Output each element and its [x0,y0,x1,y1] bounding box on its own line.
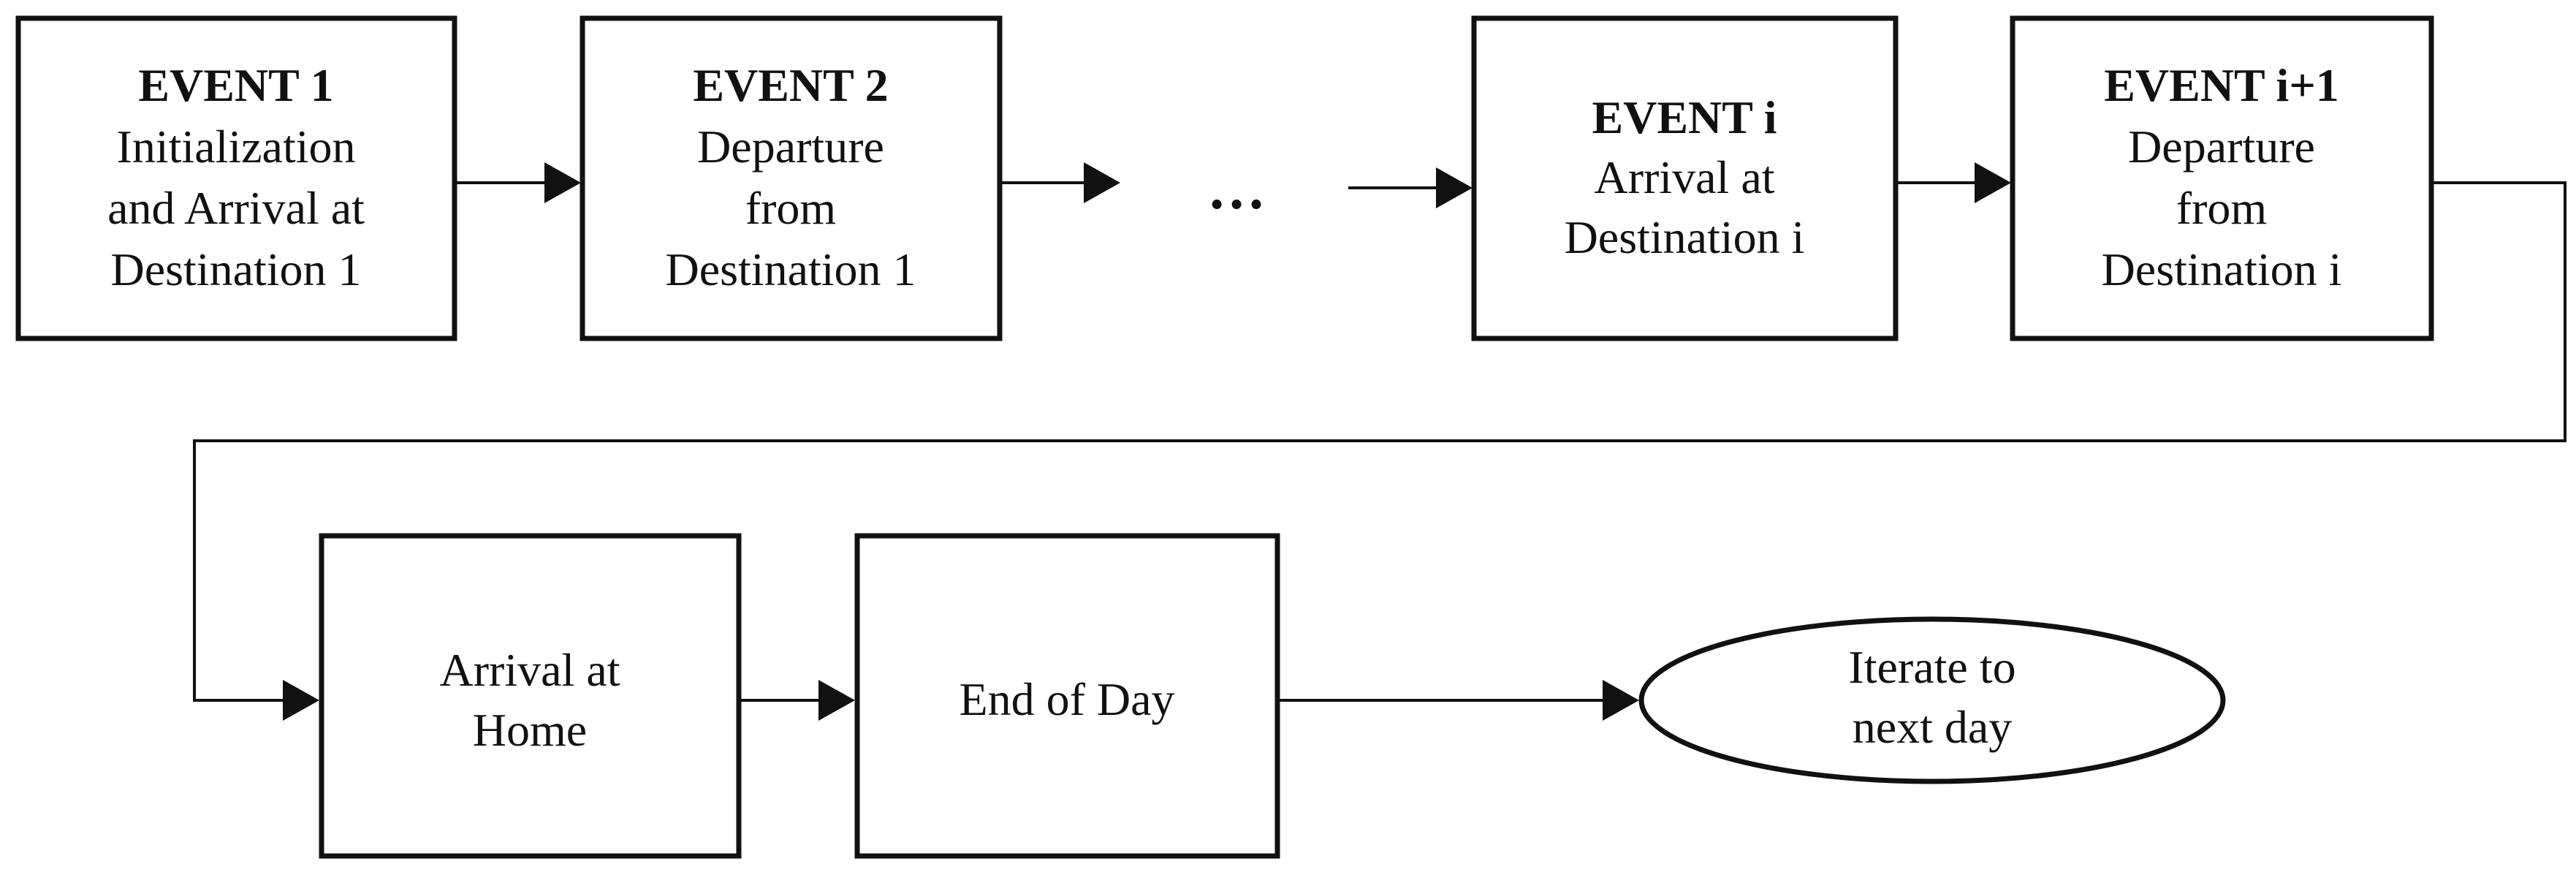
node-title: EVENT 1 [138,59,333,111]
node-line: Initialization [117,121,356,173]
node-line: from [2176,182,2267,234]
node-line: Arrival at [1595,151,1775,203]
arrowhead-eventi [1436,167,1473,208]
ellipsis: … [1207,157,1266,221]
node-title: EVENT 2 [693,59,888,111]
node-line: Home [473,704,587,756]
arrowhead-iterate [1603,680,1639,721]
arrowhead-ellipsis [1084,162,1120,203]
node-line: from [745,182,836,234]
node-line: Departure [2128,121,2315,173]
node-line: Iterate to [1848,641,2015,693]
edge-eventi1-home [193,181,2566,702]
node-event-1: EVENT 1 Initialization and Arrival at De… [15,15,457,341]
node-line: next day [1853,701,2013,753]
node-line: Arrival at [440,644,620,696]
node-line: Destination 1 [665,243,916,295]
node-title: EVENT i+1 [2104,59,2339,111]
node-event-i-plus-1: EVENT i+1 Departure from Destination i [2010,15,2434,341]
node-line: End of Day [959,673,1174,725]
arrowhead-eventi1 [1975,162,2011,203]
node-end-of-day: End of Day [854,533,1280,859]
node-line: Departure [697,121,884,173]
connectors [193,162,2566,721]
node-arrival-home: Arrival at Home [319,533,742,859]
arrowhead-home [283,680,319,721]
node-iterate: Iterate to next day [1638,616,2226,784]
node-line: Destination 1 [110,243,361,295]
arrowhead-endofday [818,680,855,721]
node-line: Destination i [2102,243,2342,295]
arrowhead-event2 [544,162,581,203]
node-title: EVENT i [1592,91,1777,143]
node-line: Destination i [1565,211,1805,263]
node-event-2: EVENT 2 Departure from Destination 1 [580,15,1003,341]
node-event-i: EVENT i Arrival at Destination i [1471,15,1899,341]
node-line: and Arrival at [107,182,365,234]
